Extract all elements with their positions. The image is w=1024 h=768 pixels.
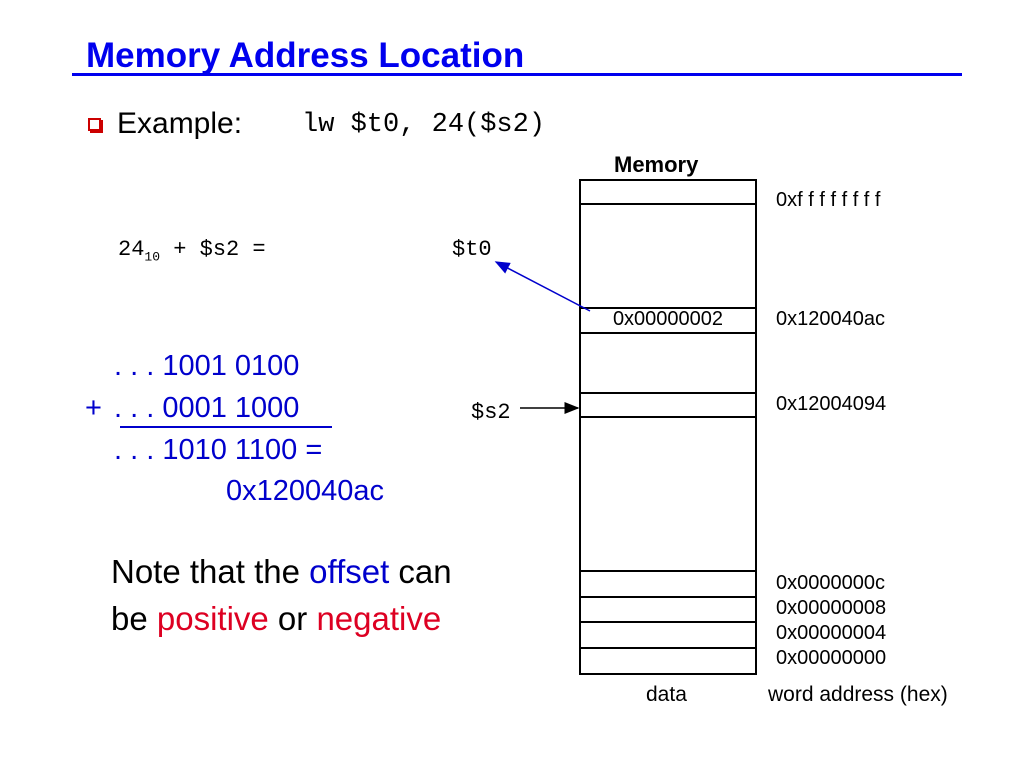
memory-cell-divider: [579, 392, 757, 394]
note-text: or: [268, 600, 317, 637]
equation-rest: + $s2 =: [160, 237, 266, 262]
address-column-label: word address (hex): [768, 683, 948, 706]
s2-register-label: $s2: [471, 400, 511, 425]
address-top: 0xf f f f f f f f: [776, 189, 881, 211]
address-8: 0x00000008: [776, 597, 887, 619]
address-s2: 0x12004094: [776, 393, 887, 415]
t0-register-label: $t0: [452, 237, 492, 262]
example-code: lw $t0, 24($s2): [302, 110, 546, 140]
address-0: 0x00000000: [776, 647, 887, 669]
memory-cell-divider: [579, 416, 757, 418]
note-offset: offset: [309, 553, 390, 590]
sum-rule: [120, 426, 332, 428]
binary-result: 0x120040ac: [226, 475, 385, 507]
memory-cell-divider: [579, 621, 757, 623]
square-bullet-icon: [88, 118, 101, 131]
memory-cell-value: 0x00000002: [612, 308, 724, 330]
binary-line-1: . . . 1001 0100: [114, 350, 300, 382]
binary-plus-sign: +: [85, 392, 102, 424]
memory-cell-divider: [579, 596, 757, 598]
address-target: 0x120040ac: [776, 308, 885, 330]
memory-cell-divider: [579, 307, 757, 309]
address-c: 0x0000000c: [776, 572, 885, 594]
offset-value: 24: [118, 237, 145, 262]
memory-cell-divider: [579, 332, 757, 334]
memory-cell-divider: [579, 647, 757, 649]
binary-line-3: . . . 1010 1100 =: [114, 434, 323, 466]
data-label: data: [646, 683, 687, 706]
offset-note: Note that the offset can be positive or …: [111, 548, 491, 642]
memory-cell-divider: [579, 570, 757, 572]
example-label: Example:: [117, 107, 243, 140]
slide-title: Memory Address Location: [86, 36, 525, 75]
address-equation: 2410 + $s2 =: [118, 237, 266, 264]
title-underline: [72, 73, 962, 76]
memory-cell-divider: [579, 203, 757, 205]
note-text: Note that the: [111, 553, 310, 590]
memory-title: Memory: [614, 152, 699, 177]
address-4: 0x00000004: [776, 622, 887, 644]
base-subscript: 10: [144, 249, 161, 265]
note-positive: positive: [156, 600, 269, 637]
note-negative: negative: [316, 600, 442, 637]
memory-column: [579, 179, 757, 675]
load-arrow: [494, 261, 591, 312]
note-text: can be: [111, 553, 452, 637]
binary-line-2: . . . 0001 1000: [114, 392, 300, 424]
